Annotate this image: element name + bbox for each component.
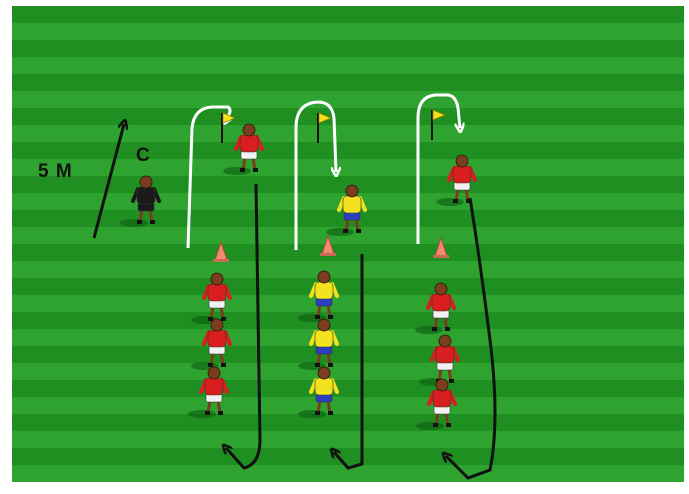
pitch-stripe xyxy=(12,74,684,91)
pitch-stripe xyxy=(12,261,684,278)
pitch-stripe xyxy=(12,40,684,57)
pitch-stripe xyxy=(12,414,684,431)
pitch-stripe xyxy=(12,125,684,142)
pitch-stripe xyxy=(12,431,684,448)
pitch-stripe xyxy=(12,448,684,465)
pitch-stripe xyxy=(12,278,684,295)
pitch-stripe xyxy=(12,329,684,346)
pitch-stripe xyxy=(12,346,684,363)
pitch-stripe xyxy=(12,363,684,380)
pitch-stripe xyxy=(12,108,684,125)
pitch-stripe xyxy=(12,6,684,23)
pitch-stripe xyxy=(12,397,684,414)
pitch-stripe xyxy=(12,244,684,261)
pitch-stripe xyxy=(12,380,684,397)
coach-label: C xyxy=(136,146,150,165)
pitch-stripe xyxy=(12,312,684,329)
pitch-stripe xyxy=(12,295,684,312)
distance-label: 5 M xyxy=(38,162,73,181)
pitch xyxy=(12,6,684,482)
pitch-stripe xyxy=(12,23,684,40)
pitch-stripe xyxy=(12,142,684,159)
pitch-stripe xyxy=(12,91,684,108)
pitch-stripe xyxy=(12,57,684,74)
